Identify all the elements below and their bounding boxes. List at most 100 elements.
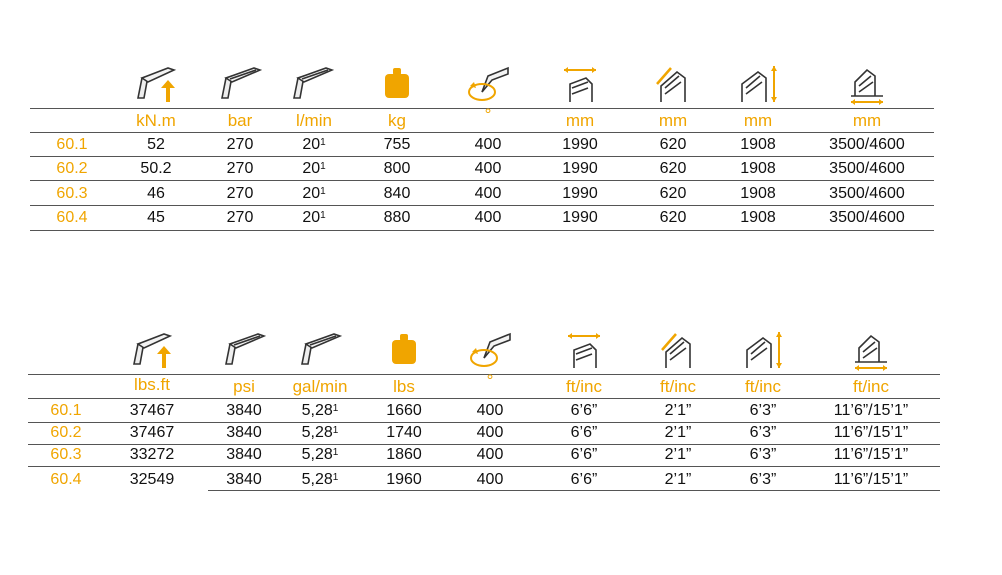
crane-stabilizer-spread-icon: [849, 328, 893, 372]
value-cell: 1990: [562, 207, 598, 229]
crane-flow-icon: [298, 328, 342, 372]
value-cell: 1660: [386, 400, 422, 422]
value-cell: 37467: [130, 422, 175, 444]
value-cell: 5,281: [302, 469, 339, 491]
value-cell: 11’6”/15’1”: [834, 444, 908, 466]
value-text: 1908: [740, 160, 776, 177]
unit-label: l/min: [296, 111, 332, 130]
unit-label: bar: [227, 111, 253, 130]
value-text: 6’3”: [749, 424, 777, 441]
value-cell: 400: [475, 158, 502, 180]
value-cell: 620: [660, 158, 687, 180]
value-cell: 3500/4600: [829, 183, 905, 205]
crane-pressure-icon: [218, 62, 262, 106]
value-cell: 46: [147, 183, 165, 205]
model-label: 60.2: [50, 424, 82, 441]
value-text: 270: [226, 160, 254, 177]
value-text: 1908: [740, 209, 776, 226]
value-cell: 11’6”/15’1”: [834, 469, 908, 491]
footnote-mark: 1: [332, 425, 339, 436]
value-text: 1908: [740, 185, 776, 202]
unit-label: mm: [743, 111, 773, 130]
value-text: 1990: [562, 209, 598, 226]
imperial-header-line-left: [28, 374, 208, 375]
value-text: 45: [147, 209, 165, 226]
value-cell: 3500/4600: [829, 158, 905, 180]
value-cell: 270: [227, 183, 254, 205]
model-label: 60.1: [50, 402, 82, 419]
value-cell: 1908: [740, 158, 776, 180]
value-text: 5,28: [301, 402, 333, 419]
value-text: 1990: [562, 136, 598, 153]
crane-extension-icon: [656, 328, 700, 372]
metric-header-line: [30, 108, 934, 109]
value-text: 620: [659, 160, 687, 177]
value-text: 400: [474, 160, 502, 177]
value-text: 270: [226, 136, 254, 153]
row-divider: [28, 444, 940, 445]
value-text: 1990: [562, 185, 598, 202]
crane-lift-moment-icon: [134, 62, 178, 106]
value-cell: 620: [660, 134, 687, 156]
value-cell: 3840: [226, 400, 262, 422]
imperial-bottom-line: [208, 490, 940, 491]
value-cell: 6’6”: [571, 422, 598, 444]
value-text: 5,28: [301, 446, 333, 463]
unit-label: ft/inc: [660, 377, 696, 396]
footnote-mark: 1: [320, 137, 326, 148]
model-label: 60.4: [50, 471, 82, 488]
value-text: 11’6”/15’1”: [833, 446, 909, 463]
crane-width-icon: [562, 328, 606, 372]
value-cell: 1908: [740, 183, 776, 205]
value-text: 37467: [129, 402, 175, 419]
unit-label: mm: [565, 111, 595, 130]
unit-label: kN.m: [136, 111, 176, 130]
value-cell: 6’3”: [750, 422, 777, 444]
value-cell: 6’6”: [571, 444, 598, 466]
value-cell: 3840: [226, 422, 262, 444]
value-cell: 6’6”: [571, 400, 598, 422]
unit-label: °: [484, 105, 492, 124]
value-cell: 2’1”: [665, 469, 692, 491]
value-text: 6’3”: [749, 471, 777, 488]
value-cell: 1908: [740, 134, 776, 156]
value-text: 1740: [386, 424, 422, 441]
footnote-mark: 1: [320, 210, 326, 221]
value-cell: 620: [660, 207, 687, 229]
metric-unit-line: [30, 132, 934, 133]
unit-label: kg: [388, 111, 406, 130]
value-cell: 201: [302, 183, 325, 205]
metric-unit-row: kN.m bar l/min kg ° mm mm mm mm: [0, 105, 1002, 132]
value-text: 755: [383, 136, 411, 153]
unit-label: lbs.ft: [134, 375, 170, 394]
value-text: 5,28: [301, 471, 333, 488]
value-cell: 201: [302, 207, 325, 229]
crane-width-icon: [558, 62, 602, 106]
model-label: 60.3: [50, 446, 82, 463]
value-cell: 11’6”/15’1”: [834, 422, 908, 444]
value-cell: 400: [477, 422, 504, 444]
slewing-icon: [468, 328, 512, 372]
footnote-mark: 1: [320, 161, 326, 172]
footnote-mark: 1: [320, 186, 326, 197]
value-cell: 400: [477, 469, 504, 491]
value-text: 400: [474, 136, 502, 153]
value-text: 6’6”: [570, 424, 598, 441]
value-cell: 400: [477, 400, 504, 422]
value-text: 270: [226, 185, 254, 202]
value-text: 32549: [129, 471, 175, 488]
model-label: 60.3: [56, 185, 88, 202]
row-divider: [28, 422, 940, 423]
value-cell: 50.2: [140, 158, 171, 180]
slewing-icon: [466, 62, 510, 106]
value-cell: 6’3”: [750, 469, 777, 491]
footnote-mark: 1: [332, 447, 339, 458]
crane-stabilizer-spread-icon: [845, 62, 889, 106]
value-text: 11’6”/15’1”: [833, 471, 909, 488]
value-text: 880: [383, 209, 411, 226]
value-cell: 2’1”: [665, 400, 692, 422]
value-cell: 37467: [130, 400, 175, 422]
value-text: 37467: [129, 424, 175, 441]
